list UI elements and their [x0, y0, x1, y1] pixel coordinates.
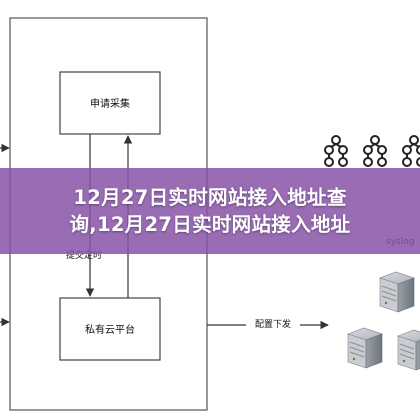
cluster-node-icon-3 — [402, 135, 420, 167]
cluster-node-icon-2 — [363, 135, 387, 167]
config-deploy-label: 配置下发 — [255, 318, 291, 330]
private-cloud-node — [59, 297, 161, 361]
apply-collect-node — [59, 71, 161, 135]
apply-collect-label: 申请采集 — [90, 97, 130, 110]
private-cloud-label: 私有云平台 — [85, 323, 135, 336]
server-icon-3 — [397, 329, 420, 371]
cluster-node-icon-1 — [324, 135, 348, 167]
overlay-title-line-2: 询,12月27日实时网站接入地址 — [69, 213, 351, 236]
overlay-title-line-1: 12月27日实时网站接入地址查 — [73, 186, 347, 209]
config-deploy-label-bg — [246, 316, 300, 330]
title-overlay-banner: 12月27日实时网站接入地址查 询,12月27日实时网站接入地址 — [0, 168, 420, 254]
server-icon-1 — [379, 271, 415, 313]
server-icon-2 — [347, 327, 383, 369]
